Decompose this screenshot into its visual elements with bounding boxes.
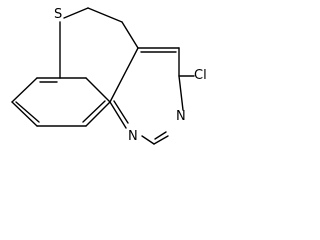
nitrogen-right-label: N — [176, 109, 186, 124]
bond-benz-left-upper — [11, 77, 38, 103]
bond-benz-left-lower — [11, 101, 38, 127]
bond-sulfur-to-ch2-a — [63, 7, 89, 19]
structure-svg: S Cl N N — [11, 7, 207, 145]
bond-n-to-ccl — [178, 75, 184, 111]
molecule-diagram: S Cl N N — [0, 0, 230, 148]
bond-benz-right-lower-inner — [82, 100, 106, 123]
bond-ch-to-n-inner — [154, 131, 167, 140]
bond-fused-left — [109, 47, 139, 103]
bond-benz-left-lower-inner — [15, 101, 40, 123]
bond-left-to-n-inner — [113, 100, 129, 124]
sulfur-label: S — [54, 7, 62, 22]
bond-ch-to-n — [153, 135, 169, 145]
bond-ch2-b-to-fused — [121, 21, 139, 49]
nitrogen-left-label: N — [128, 129, 138, 144]
chlorine-label: Cl — [194, 68, 207, 83]
bond-left-to-n — [109, 101, 127, 129]
bond-ch2-a-to-ch2-b — [87, 7, 123, 23]
bond-n-to-ch — [141, 135, 155, 145]
bond-benz-right-upper — [85, 77, 111, 103]
bond-benz-right-lower — [85, 101, 111, 127]
